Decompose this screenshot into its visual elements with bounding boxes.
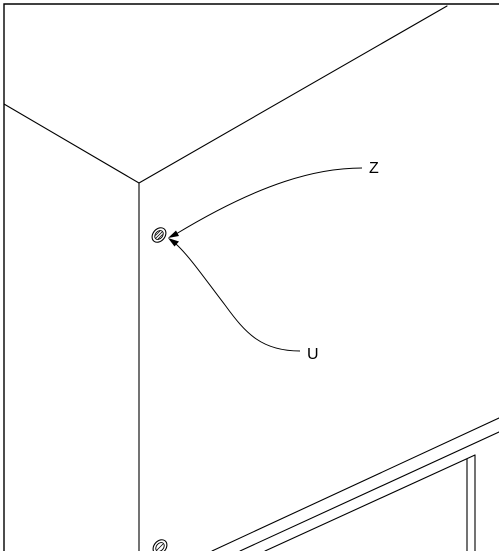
leader-line-z <box>175 167 363 235</box>
frame-border <box>3 3 499 551</box>
top-right-edge <box>138 5 448 184</box>
lower-panel-edge-3 <box>264 454 476 551</box>
leader-line-u <box>175 243 301 352</box>
lower-panel-edge-2 <box>239 431 499 551</box>
upper-fastener-icon <box>151 227 167 243</box>
lower-fastener-icon <box>152 539 168 551</box>
arrowhead-z <box>168 230 179 238</box>
arrowhead-u <box>168 238 179 247</box>
callout-label-z: Z <box>369 160 379 177</box>
lower-panel-edge-1 <box>211 417 499 551</box>
callout-label-u: U <box>307 346 319 363</box>
top-left-edge <box>3 103 140 184</box>
